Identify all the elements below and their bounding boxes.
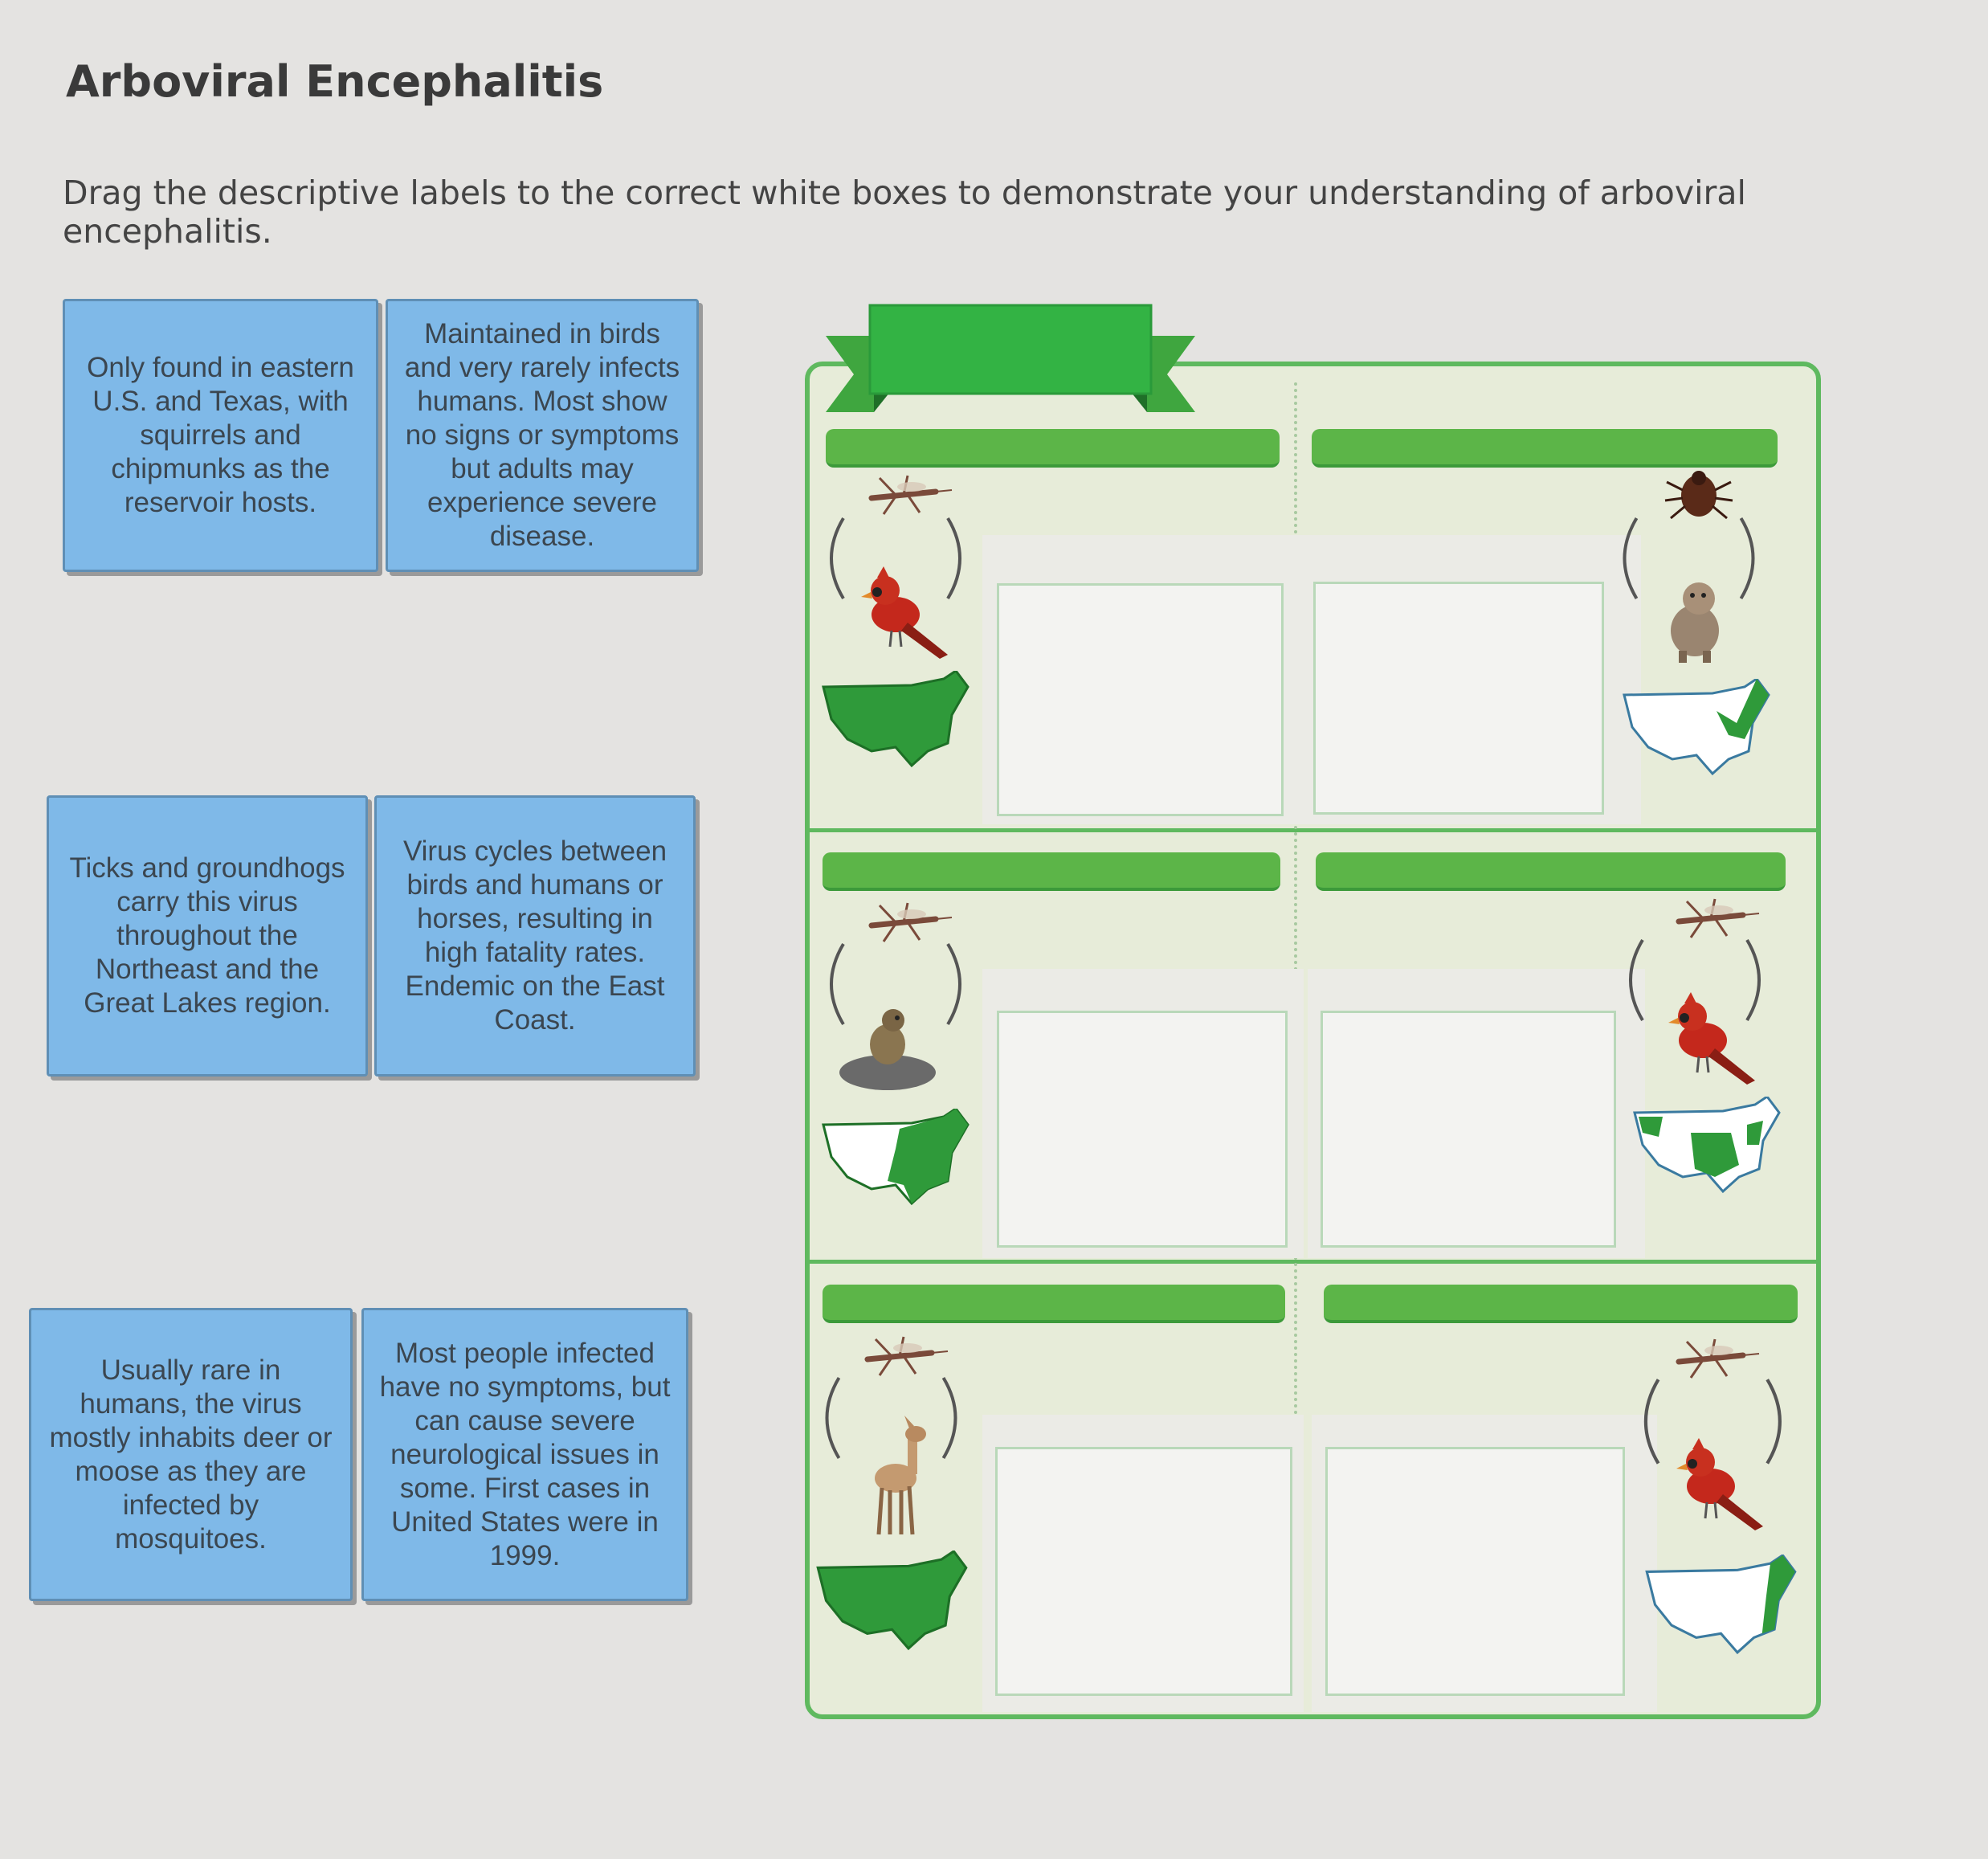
column-header-bar <box>1312 429 1778 468</box>
drop-box[interactable] <box>1325 1447 1625 1696</box>
row-divider <box>810 828 1816 832</box>
us-map-coast-icon <box>1645 1555 1797 1655</box>
banner-ribbon-icon <box>826 304 1195 412</box>
us-map-full-icon <box>816 1551 968 1651</box>
mosquito-icon <box>863 901 960 946</box>
drop-box[interactable] <box>995 1447 1292 1696</box>
drag-label[interactable]: Usually rare in humans, the virus mostly… <box>29 1308 353 1601</box>
drop-box[interactable] <box>997 583 1284 816</box>
drag-label[interactable]: Virus cycles between birds and humans or… <box>374 795 696 1077</box>
page-title: Arboviral Encephalitis <box>66 56 604 107</box>
cardinal-bird-icon <box>859 566 949 660</box>
drop-box[interactable] <box>1313 582 1604 815</box>
us-map-full-icon <box>822 671 970 768</box>
column-header-bar <box>823 852 1280 891</box>
tick-icon <box>1664 471 1733 520</box>
drop-box[interactable] <box>1321 1011 1616 1248</box>
drag-label[interactable]: Most people infected have no symptoms, b… <box>361 1308 688 1601</box>
drag-label[interactable]: Ticks and groundhogs carry this virus th… <box>47 795 368 1077</box>
groundhog-icon <box>839 1009 936 1090</box>
column-header-bar <box>1324 1285 1798 1323</box>
cardinal-bird-icon <box>1667 992 1757 1086</box>
deer-icon <box>875 1416 926 1535</box>
us-map-east-icon <box>1623 679 1770 776</box>
mosquito-icon <box>1671 897 1767 942</box>
column-header-bar <box>1316 852 1786 891</box>
cardinal-bird-icon <box>1675 1438 1765 1532</box>
drop-box[interactable] <box>997 1011 1288 1248</box>
row-divider <box>810 1260 1816 1264</box>
mosquito-icon <box>859 1335 956 1379</box>
column-header-bar <box>826 429 1280 468</box>
classification-board <box>805 362 1821 1719</box>
us-map-patches-icon <box>1633 1097 1781 1194</box>
us-map-east-icon <box>822 1109 970 1206</box>
drag-label[interactable]: Maintained in birds and very rarely infe… <box>386 299 699 572</box>
drag-label[interactable]: Only found in eastern U.S. and Texas, wi… <box>63 299 378 572</box>
instructions: Drag the descriptive labels to the corre… <box>63 174 1746 251</box>
squirrel-icon <box>1671 582 1719 663</box>
mosquito-icon <box>863 474 960 518</box>
column-header-bar <box>823 1285 1285 1323</box>
